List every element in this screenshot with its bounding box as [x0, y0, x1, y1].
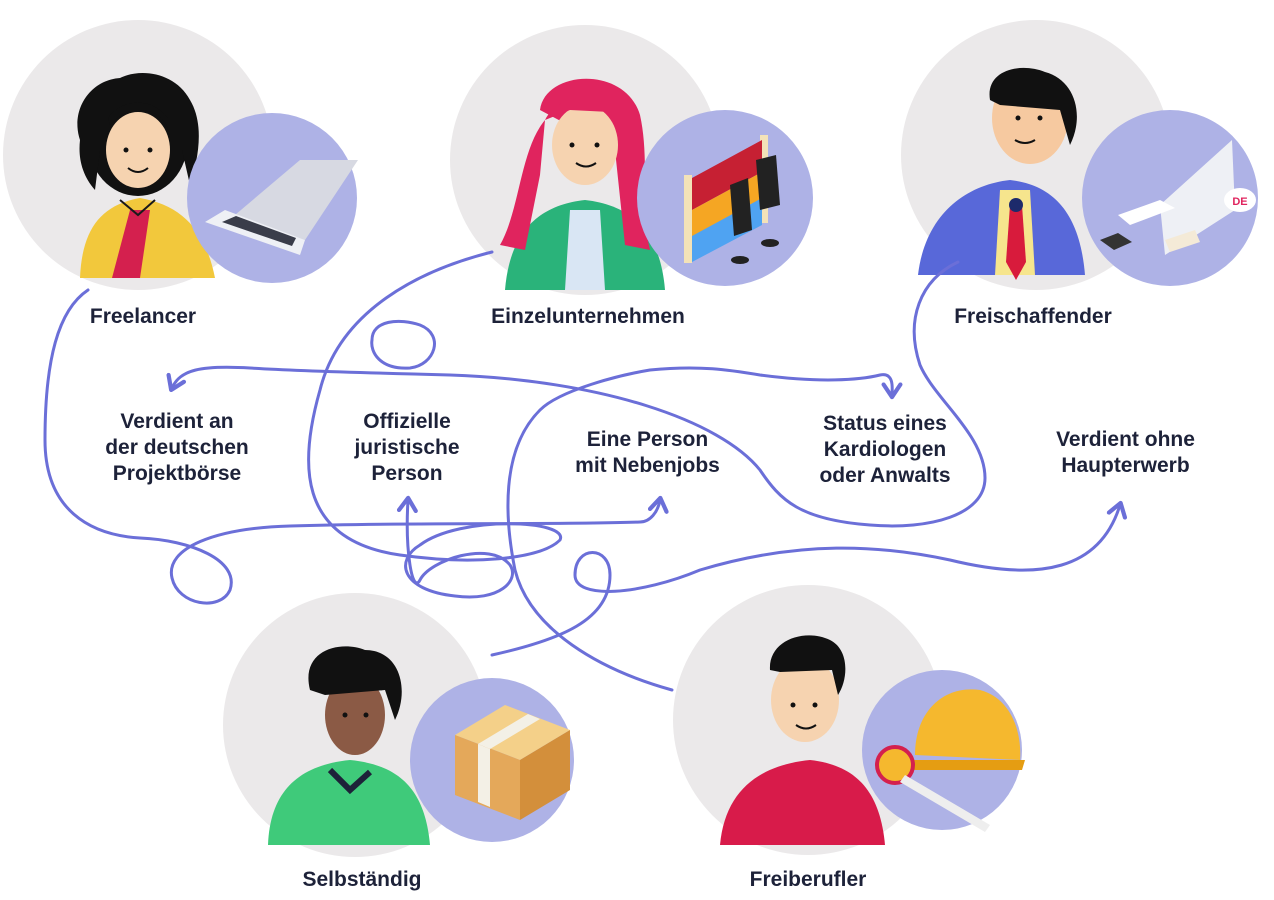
path-freiberufler — [506, 366, 903, 692]
computer-desk-icon: DE — [1100, 140, 1256, 255]
label-einzelunternehmen: Einzelunternehmen — [491, 305, 685, 328]
desc-haupterwerb: Verdient ohne Haupterwerb — [1038, 427, 1213, 479]
clothing-rack-icon — [684, 135, 780, 264]
desc-line: Verdient an — [120, 410, 234, 433]
desc-juristische: Offizielle juristische Person — [332, 409, 482, 487]
freiberufler-avatar-icon — [720, 635, 885, 845]
path-freelancer — [43, 288, 669, 605]
desc-line: Verdient ohne — [1056, 428, 1195, 451]
desc-kardiologe: Status eines Kardiologen oder Anwalts — [805, 411, 965, 489]
desc-line: Haupterwerb — [1061, 454, 1190, 477]
desc-line: juristische — [354, 436, 460, 459]
path-selbstaendig — [490, 500, 1128, 657]
connector-lines — [43, 250, 1128, 692]
laptop-icon — [205, 160, 358, 255]
person-freischaffender: DE — [901, 20, 1258, 290]
desc-line: mit Nebenjobs — [575, 454, 720, 477]
label-selbstaendig: Selbständig — [302, 868, 422, 891]
person-freelancer — [3, 20, 358, 290]
desc-line: Kardiologen — [823, 438, 947, 461]
label-freiberufler: Freiberufler — [749, 868, 867, 891]
path-freischaffender — [166, 260, 987, 528]
hard-hat-tape-measure-icon — [875, 689, 1025, 832]
cardboard-box-icon — [455, 705, 570, 820]
selbstaendig-avatar-icon — [268, 646, 430, 845]
desc-nebenjobs: Eine Person mit Nebenjobs — [560, 427, 735, 479]
einzelunternehmen-avatar-icon — [500, 78, 665, 290]
path-einzelunternehmen — [307, 250, 562, 599]
desc-line: Eine Person — [586, 428, 709, 451]
freelancer-avatar-icon — [77, 73, 215, 278]
person-selbstaendig — [223, 593, 574, 857]
freischaffender-avatar-icon — [918, 67, 1085, 280]
desc-line: Status eines — [823, 412, 947, 435]
desc-line: der deutschen — [105, 436, 249, 459]
desc-line: Projektbörse — [112, 462, 242, 485]
label-freelancer: Freelancer — [89, 305, 197, 328]
mug-label: DE — [1232, 196, 1247, 208]
desc-line: oder Anwalts — [819, 464, 951, 487]
desc-projektboerse: Verdient an der deutschen Projektbörse — [92, 409, 262, 487]
desc-line: Person — [371, 462, 443, 485]
label-freischaffender: Freischaffender — [954, 305, 1112, 328]
path-loop-top — [370, 319, 436, 370]
person-freiberufler — [673, 585, 1025, 855]
person-einzelunternehmen — [450, 25, 813, 295]
desc-line: Offizielle — [363, 410, 451, 433]
